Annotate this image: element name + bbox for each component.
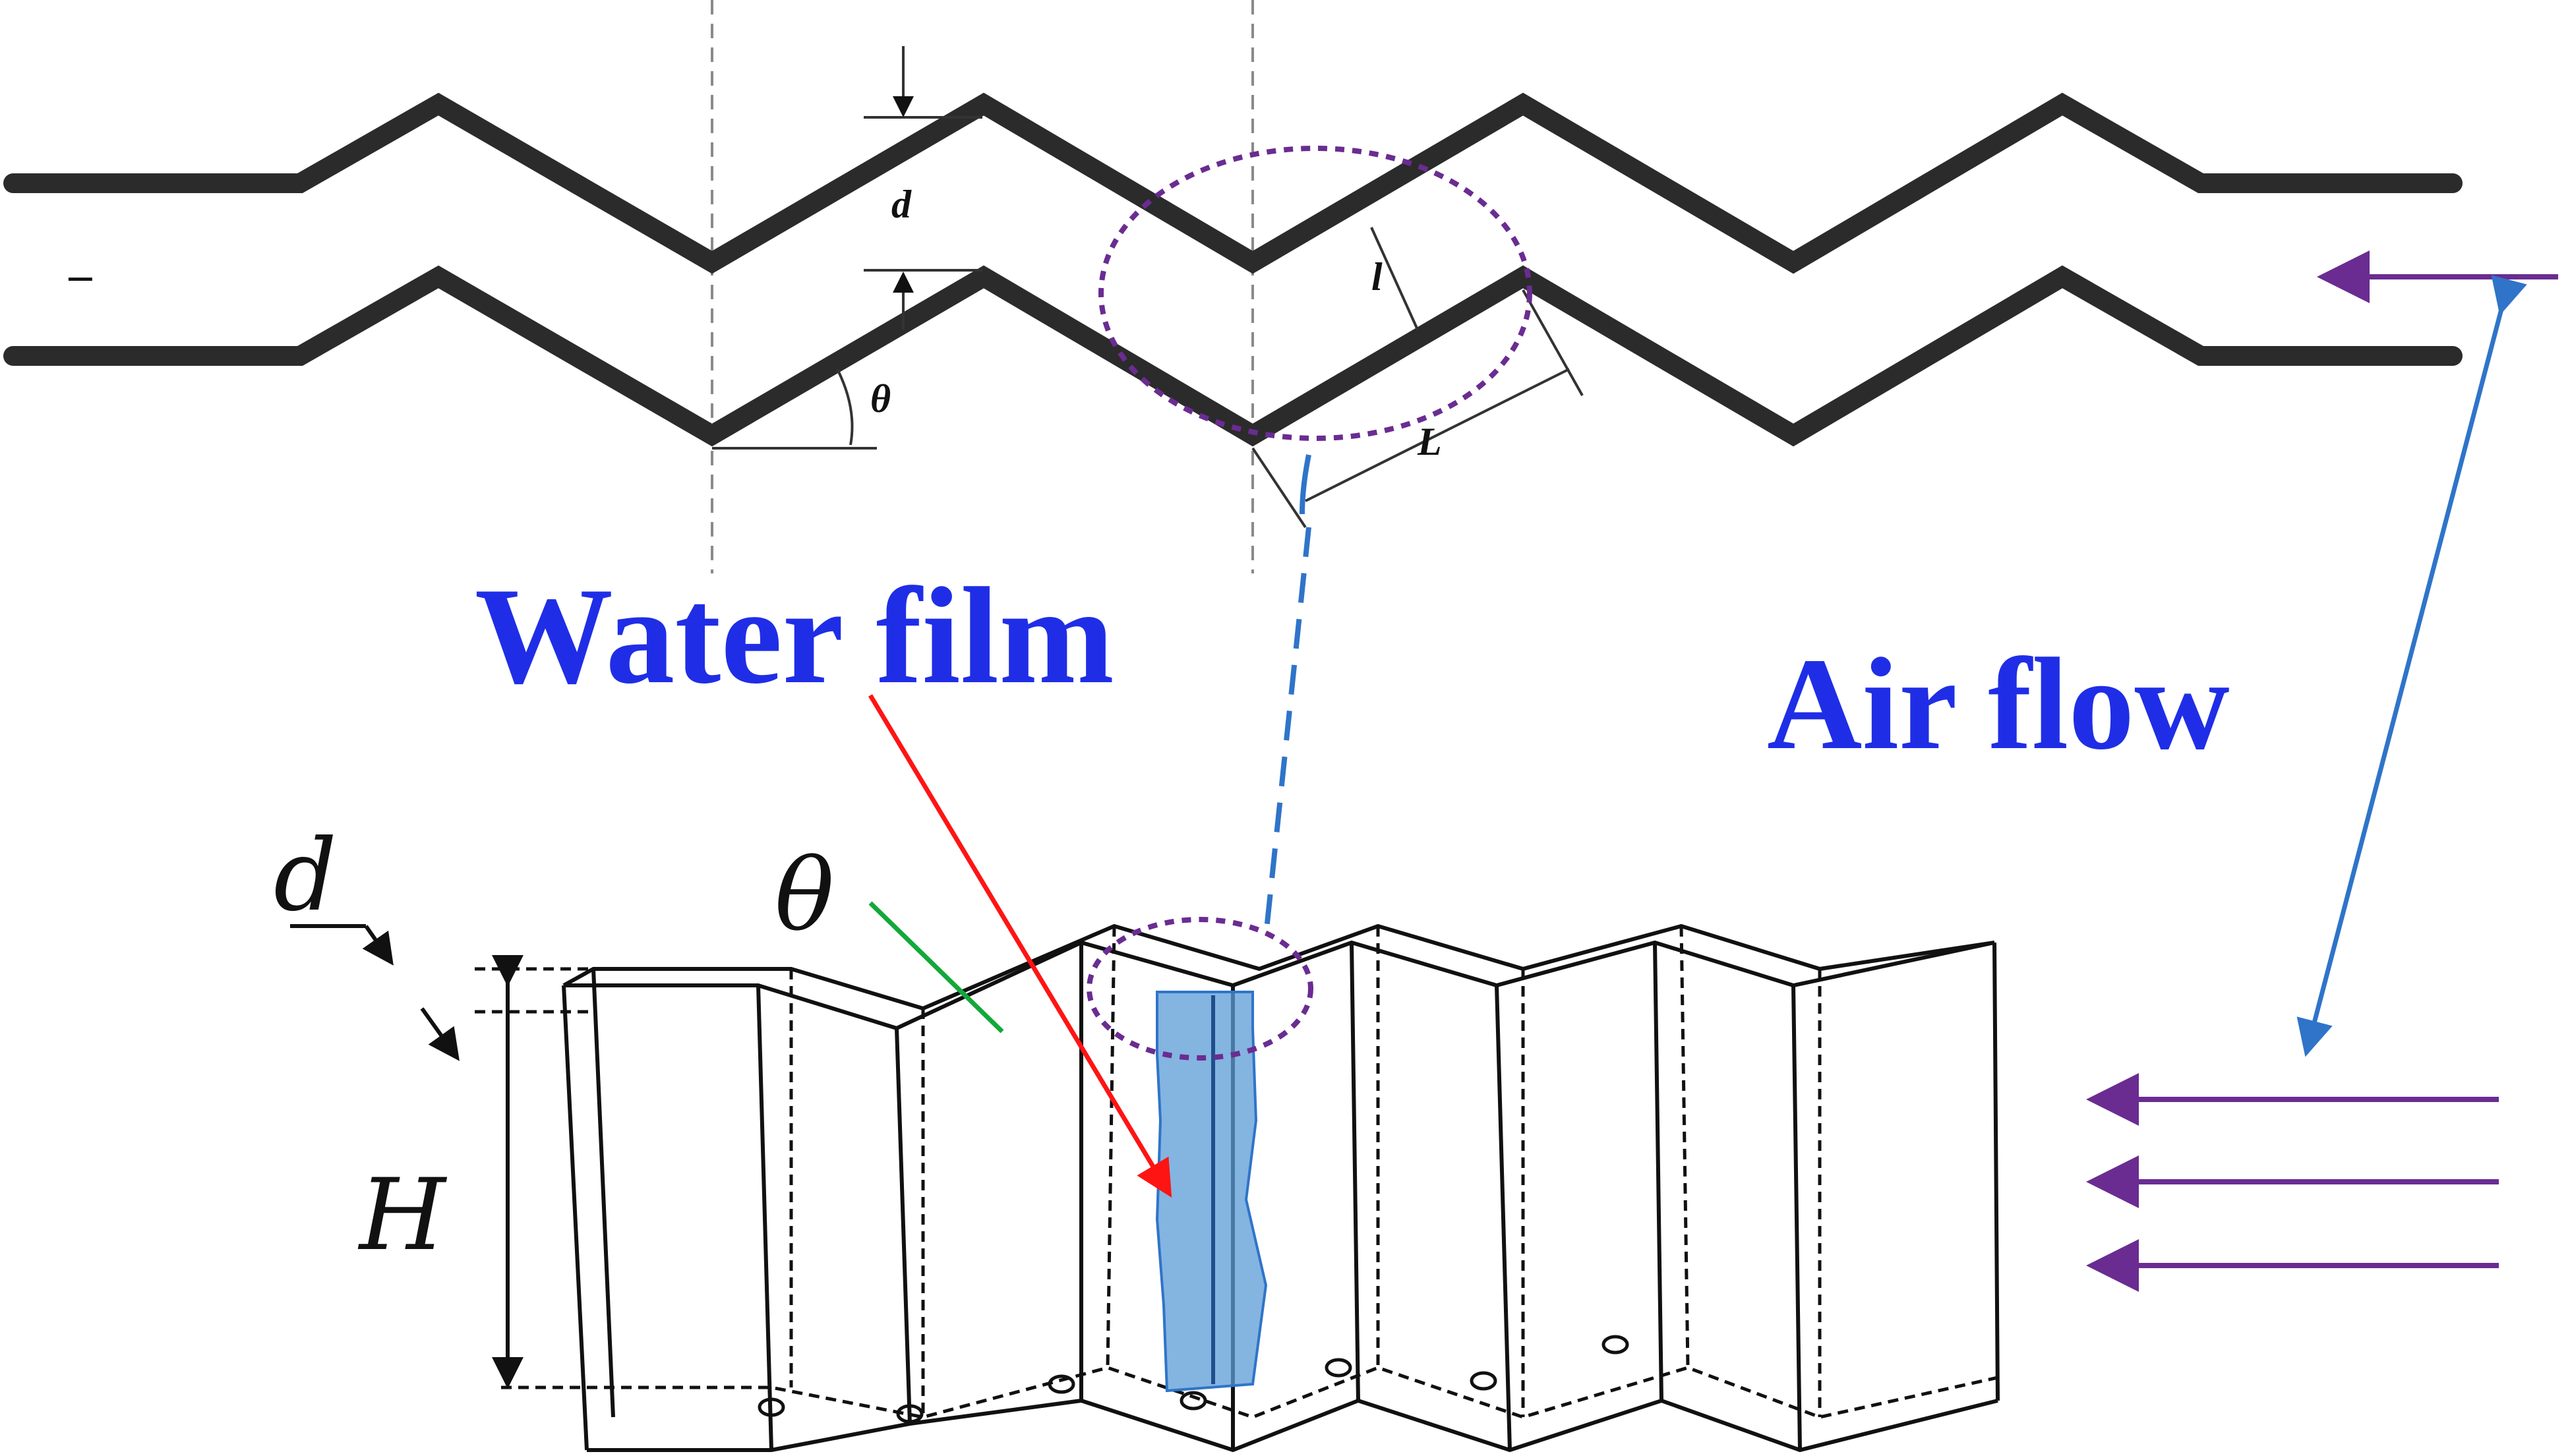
lower-plate [3,265,2463,447]
air-flow-label: Air flow [1767,631,2230,777]
label-top-l: l [1371,255,1383,299]
corrugated-plates [3,92,2463,447]
label-top-theta: θ [870,377,891,421]
channel-bottom-front [587,1398,1998,1453]
channel-3d [562,923,2000,1453]
detail-circle-bottom [1087,917,1313,1061]
detail-circle-top [1098,146,1532,441]
theta-pointer [868,901,1004,1034]
water-film-label: Water film [475,560,1114,713]
label-bottom-H: H [357,1158,448,1273]
channel-top-front [564,940,1995,1031]
drain-holes [758,1335,1629,1424]
water-film-pointer [868,694,1172,1198]
upper-plate [3,92,2463,274]
top-dimensions [712,46,1584,529]
view-link-arrow [2296,275,2527,1057]
dash-mark: – [68,250,92,301]
bottom-d-indicator [290,924,460,1061]
label-top-d: d [891,183,912,226]
label-bottom-d: d [274,819,337,933]
guide-lines [711,0,1254,573]
label-top-L: L [1417,420,1442,463]
detail-link-line [1263,527,1311,937]
channel-top-back [562,923,1995,1011]
label-bottom-theta: θ [775,838,834,953]
